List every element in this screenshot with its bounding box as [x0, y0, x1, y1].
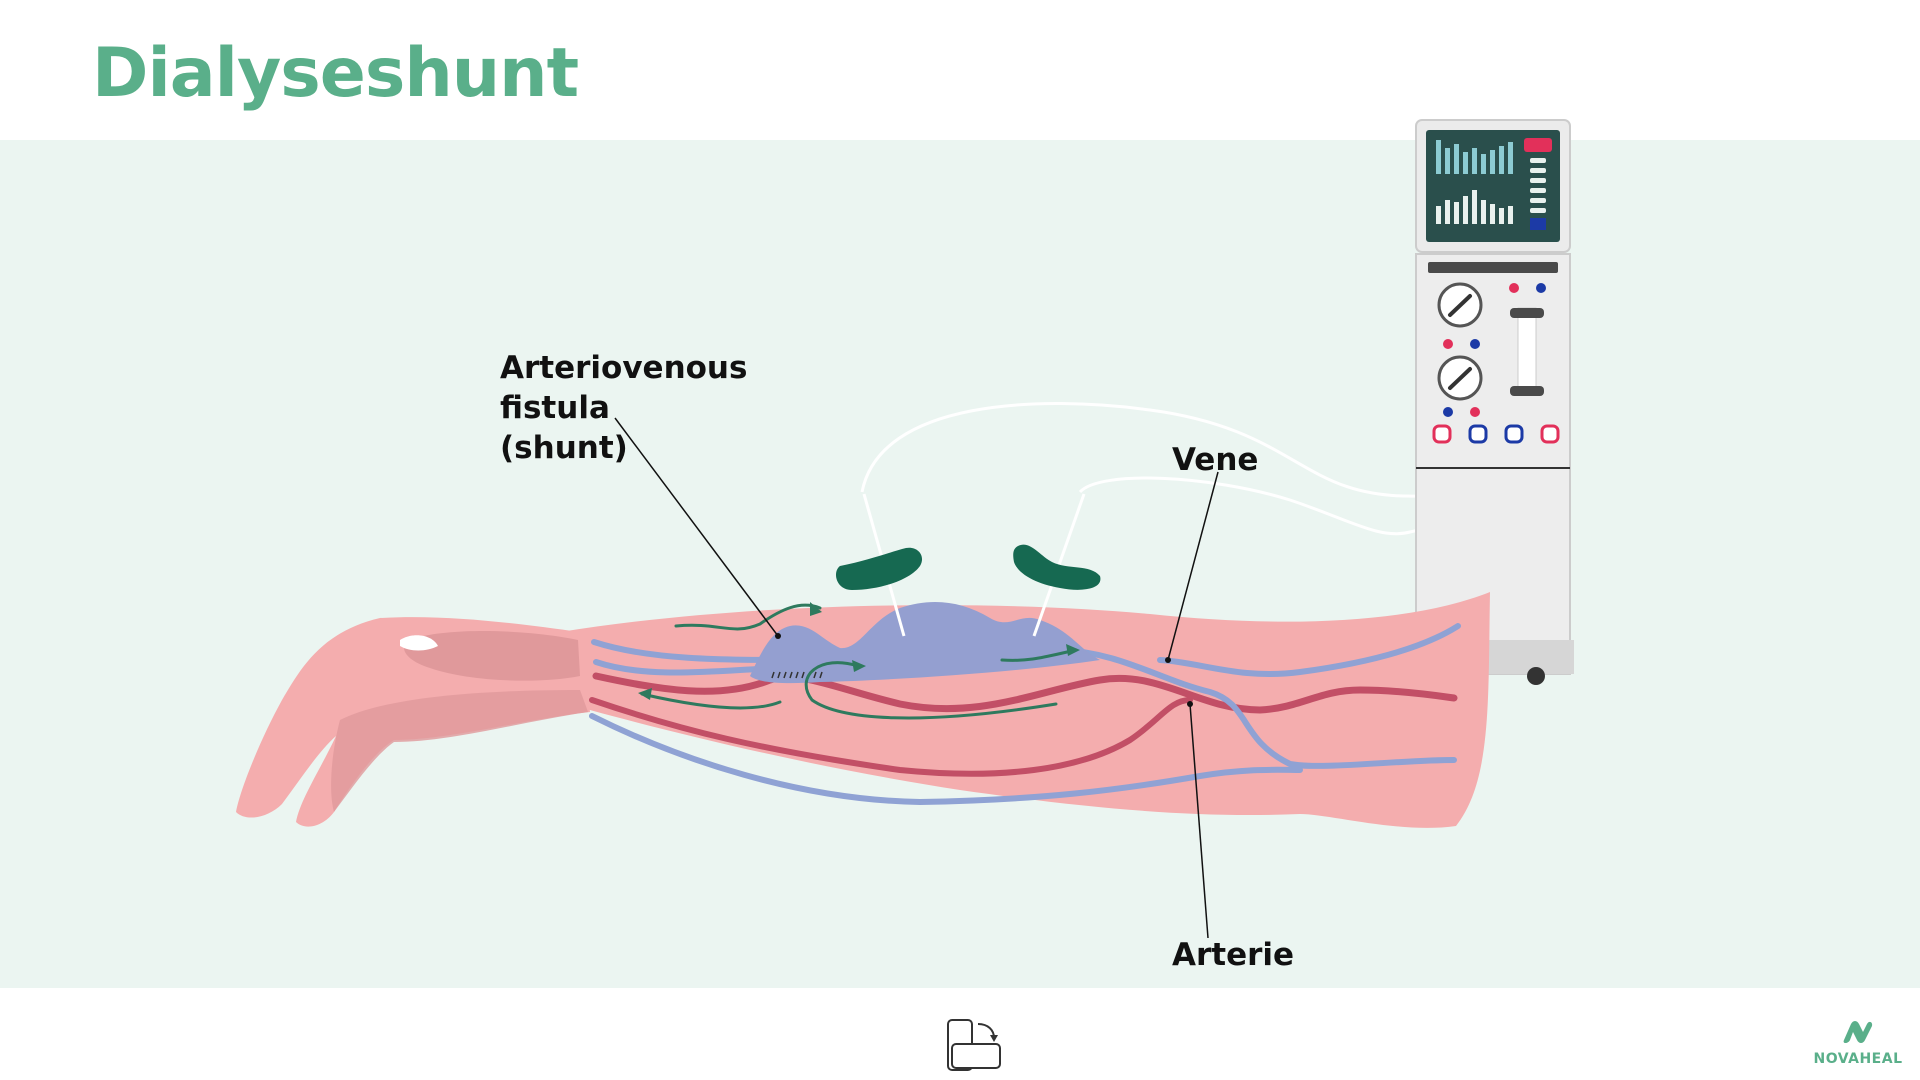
- panel-background: [0, 140, 1920, 988]
- hand-shadow: [331, 690, 588, 812]
- needle-venous: [1013, 493, 1101, 637]
- blood-flow-arrowheads: [638, 602, 1080, 700]
- machine-dial: [1437, 355, 1483, 401]
- screen-indicator-red: [1524, 138, 1552, 152]
- machine-dial: [1437, 282, 1483, 328]
- leader-dots: [775, 633, 1193, 707]
- rotate-device-icon[interactable]: [944, 1018, 1004, 1074]
- needle-holder: [836, 547, 923, 590]
- page-title: Dialyseshunt: [92, 34, 579, 113]
- brand-name: NOVAHEAL: [1813, 1051, 1903, 1067]
- novaheal-logo-icon: [1843, 1021, 1873, 1043]
- blood-pump: [1510, 307, 1544, 396]
- label-vein: Vene: [1172, 442, 1259, 478]
- brand: NOVAHEAL: [1806, 1020, 1910, 1076]
- label-artery: Arterie: [1172, 937, 1295, 973]
- screen-bars-lower: [1436, 190, 1513, 224]
- blood-flow-arrows: [640, 603, 1078, 720]
- dialysis-machine: [1415, 119, 1574, 685]
- machine-screen: [1426, 130, 1560, 242]
- screen-indicator-blue: [1530, 218, 1546, 230]
- leader-lines: [614, 417, 1219, 939]
- tube-ports: [1432, 424, 1560, 444]
- thumbnail: [400, 635, 438, 651]
- needle-holder: [1013, 544, 1101, 590]
- thumb: [404, 631, 580, 681]
- machine-wheel: [1527, 667, 1545, 685]
- label-fistula: Arteriovenous fistula (shunt): [500, 350, 748, 466]
- needle-arterial: [836, 493, 923, 637]
- forearm: [236, 493, 1490, 828]
- screen-bars: [1436, 140, 1513, 174]
